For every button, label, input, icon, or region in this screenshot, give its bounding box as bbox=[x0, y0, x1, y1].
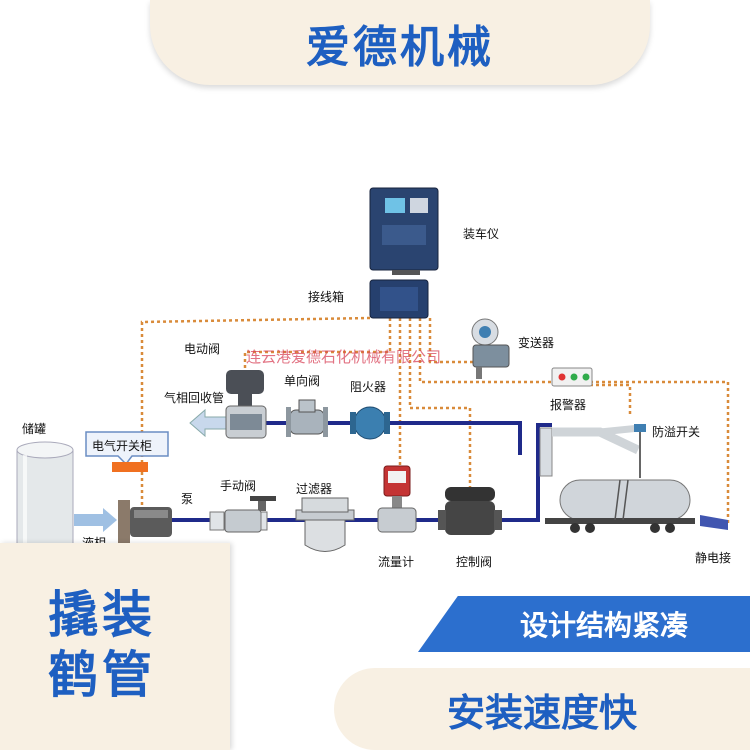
electrical-cabinet bbox=[85, 431, 169, 472]
label-flame-arrester: 阻火器 bbox=[350, 380, 387, 394]
signal-line-transmitter bbox=[428, 318, 490, 364]
tank-car bbox=[545, 479, 695, 533]
label-check-valve: 单向阀 bbox=[284, 374, 321, 388]
label-electric-valve: 电动阀 bbox=[184, 342, 221, 356]
loading-arm bbox=[539, 424, 646, 478]
transmitter bbox=[471, 318, 510, 379]
label-flow-meter: 流量计 bbox=[378, 555, 415, 569]
loading-instrument bbox=[369, 187, 439, 275]
filter bbox=[295, 497, 355, 552]
label-transmitter: 变送器 bbox=[518, 336, 555, 350]
control-valve bbox=[438, 487, 502, 535]
label-vapor-return: 气相回收管 bbox=[164, 391, 225, 405]
label-control-valve: 控制阀 bbox=[456, 555, 493, 569]
signal-line-overflow bbox=[590, 383, 632, 415]
manual-valve bbox=[209, 496, 276, 533]
feature-install-text: 安装速度快 bbox=[446, 690, 637, 735]
check-valve bbox=[286, 399, 328, 437]
label-loading-instrument: 装车仪 bbox=[463, 227, 500, 241]
pump bbox=[118, 500, 172, 544]
company-watermark: 连云港爱德石化机械有限公司 bbox=[246, 348, 442, 366]
label-junction-box: 接线箱 bbox=[308, 290, 345, 304]
label-manual-valve: 手动阀 bbox=[220, 479, 257, 493]
brand-title: 爱德机械 bbox=[306, 21, 494, 73]
brand-banner: 爱德机械 bbox=[150, 0, 650, 85]
alarm bbox=[551, 367, 593, 387]
signal-line-cabinet bbox=[140, 316, 371, 510]
product-title: 撬装鹤管 bbox=[48, 586, 156, 704]
label-static-ground: 静电接 bbox=[695, 551, 732, 565]
feature-bar-design: 设计结构紧凑 bbox=[418, 596, 750, 652]
static-ground-clamp bbox=[700, 515, 728, 530]
feature-bar-install: 安装速度快 bbox=[334, 668, 750, 750]
feature-design-text: 设计结构紧凑 bbox=[519, 609, 688, 642]
feed-arrow bbox=[74, 508, 117, 532]
label-alarm: 报警器 bbox=[550, 398, 587, 412]
flow-meter bbox=[377, 465, 417, 533]
vapor-return-arrow bbox=[189, 408, 231, 438]
junction-box bbox=[369, 279, 429, 319]
product-panel bbox=[0, 543, 230, 750]
electric-valve bbox=[225, 370, 267, 439]
storage-tank bbox=[16, 441, 74, 551]
label-storage-tank: 储罐 bbox=[22, 422, 47, 436]
signal-line-control-valve bbox=[408, 318, 472, 488]
label-overflow-switch: 防溢开关 bbox=[652, 425, 701, 439]
flame-arrester bbox=[350, 406, 390, 440]
label-electrical-cabinet: 电气开关柜 bbox=[92, 439, 153, 453]
label-pump: 泵 bbox=[181, 492, 194, 506]
label-filter: 过滤器 bbox=[296, 482, 333, 496]
